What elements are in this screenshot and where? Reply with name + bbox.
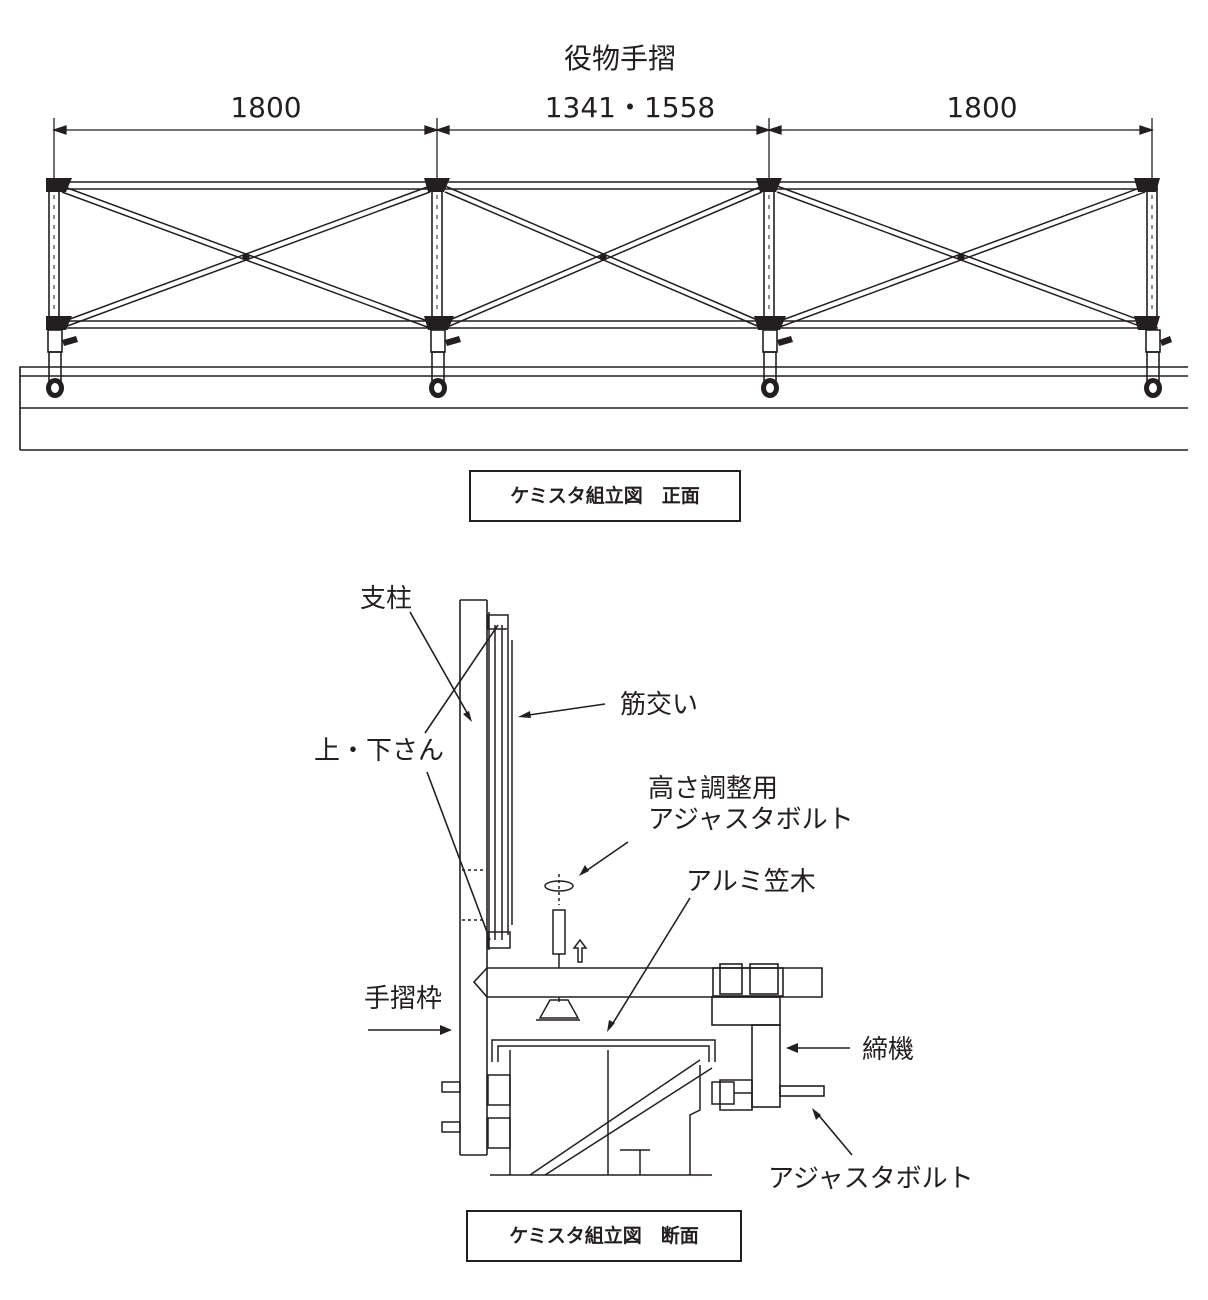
front-caption-box bbox=[469, 470, 741, 522]
section-coping bbox=[472, 963, 823, 1026]
leader-lines bbox=[368, 611, 853, 1156]
adjuster-feet bbox=[46, 329, 1172, 398]
leader-arrowheads bbox=[440, 711, 821, 1120]
section-caption-box bbox=[466, 1210, 742, 1262]
section-wall bbox=[487, 1039, 716, 1176]
clamp-adjuster-nut bbox=[711, 1081, 752, 1105]
label-clamp: 締機 bbox=[862, 1035, 914, 1065]
height-adjuster-bolt bbox=[536, 874, 588, 1021]
rails bbox=[50, 181, 1158, 329]
label-height-bolt-line1: 高さ調整用 bbox=[648, 774, 778, 804]
posts bbox=[48, 179, 1158, 321]
dim-right: 1800 bbox=[946, 91, 1017, 124]
section-brace bbox=[462, 612, 513, 950]
label-brace: 筋交い bbox=[620, 690, 698, 720]
label-rails: 上・下さん bbox=[314, 736, 444, 766]
dim-center: 1341・1558 bbox=[545, 91, 716, 124]
dimension-line bbox=[51, 118, 1155, 185]
label-coping: アルミ笠木 bbox=[686, 867, 816, 897]
label-adjuster: アジャスタボルト bbox=[768, 1164, 974, 1194]
label-frame: 手摺枠 bbox=[364, 984, 442, 1014]
joint-brackets bbox=[46, 178, 1160, 330]
parapet-coping bbox=[19, 366, 1188, 451]
section-view: 支柱 筋交い 上・下さん 高さ調整用 アジャスタボルト アルミ笠木 手摺枠 締機… bbox=[314, 584, 974, 1262]
dim-left: 1800 bbox=[230, 91, 301, 124]
label-post: 支柱 bbox=[360, 584, 412, 614]
section-post bbox=[459, 599, 488, 1156]
front-view: 役物手摺 1800 1341・1558 1800 bbox=[19, 42, 1188, 522]
cross-braces bbox=[61, 185, 1146, 329]
front-caption: ケミスタ組立図 正面 bbox=[510, 484, 699, 507]
section-clamp bbox=[719, 1024, 825, 1111]
section-caption: ケミスタ組立図 断面 bbox=[509, 1224, 698, 1247]
front-title: 役物手摺 bbox=[564, 42, 676, 75]
label-height-bolt-line2: アジャスタボルト bbox=[648, 805, 854, 835]
side-bolts bbox=[441, 1081, 461, 1133]
